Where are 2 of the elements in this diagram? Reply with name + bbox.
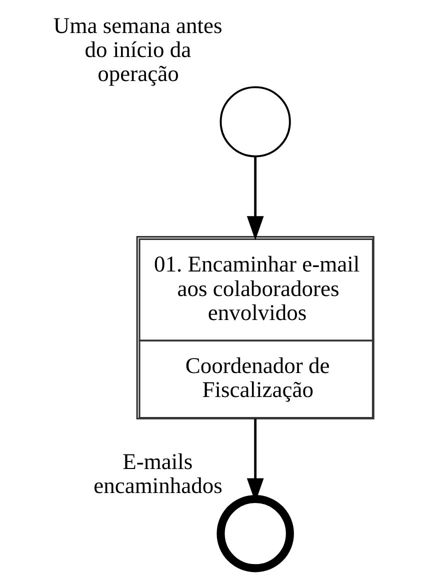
node-label: Uma semana antes do início da operação [53, 12, 222, 86]
node-label: E-mails encaminhados [94, 448, 222, 498]
